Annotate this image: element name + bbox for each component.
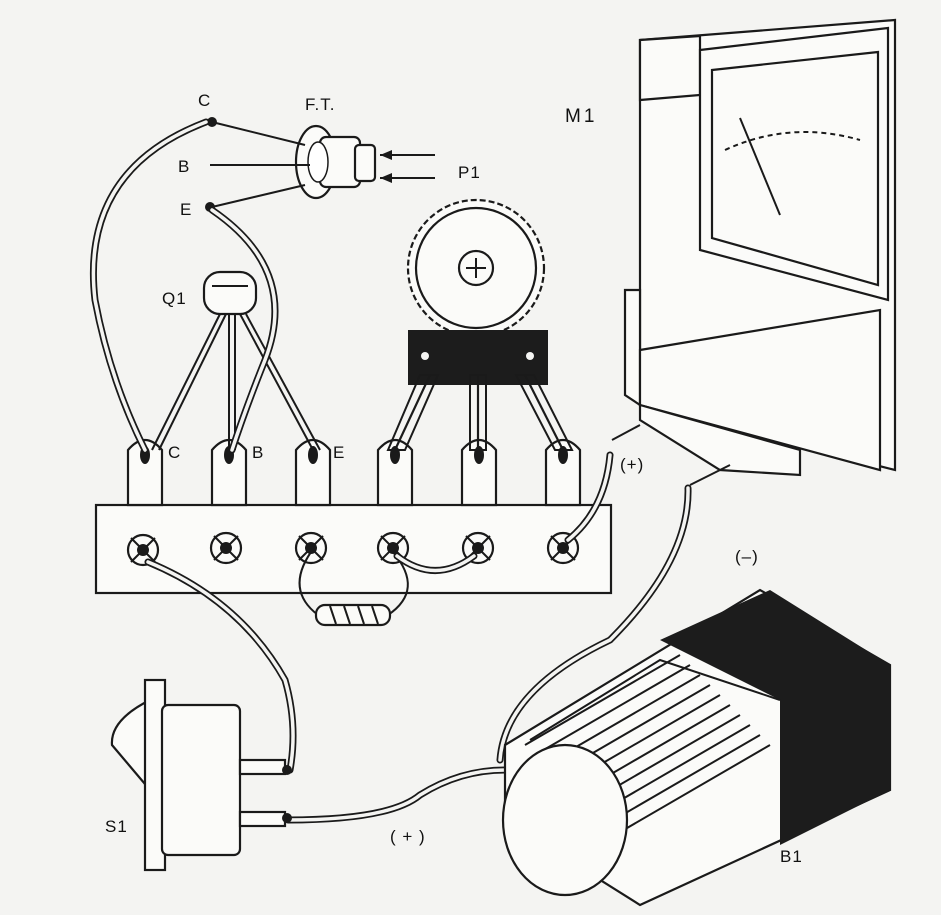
screw-1	[126, 533, 160, 567]
meter-minus-label: (–)	[735, 547, 759, 566]
ft-label: F.T.	[305, 95, 335, 114]
q1-label: Q1	[162, 289, 187, 308]
transistor-q1	[151, 270, 321, 451]
resistor	[298, 551, 409, 627]
battery-plus-label: ( + )	[390, 827, 426, 846]
meter-plus-label: (+)	[620, 455, 644, 474]
m1-label: M1	[565, 106, 597, 127]
b1-label: B1	[780, 847, 803, 866]
ft-c-label: C	[198, 91, 211, 110]
meter-m1	[611, 18, 897, 486]
ft-e-label: E	[180, 200, 192, 219]
lug-2	[210, 438, 248, 507]
screw-3	[294, 531, 328, 565]
terminal-strip	[94, 503, 613, 595]
wires	[89, 118, 692, 824]
s1-label: S1	[105, 817, 128, 836]
phototransistor-ft	[205, 117, 435, 212]
strip-c-label: C	[168, 443, 181, 462]
meter-needle	[739, 117, 781, 216]
strip-b-label: B	[252, 443, 264, 462]
p1-label: P1	[458, 163, 481, 182]
solder-lugs	[126, 438, 582, 507]
ft-b-label: B	[178, 157, 190, 176]
switch-s1	[110, 678, 292, 872]
screw-2	[209, 531, 243, 565]
strip-e-label: E	[333, 443, 345, 462]
potentiometer-p1	[386, 198, 574, 451]
battery-b1	[501, 588, 892, 907]
